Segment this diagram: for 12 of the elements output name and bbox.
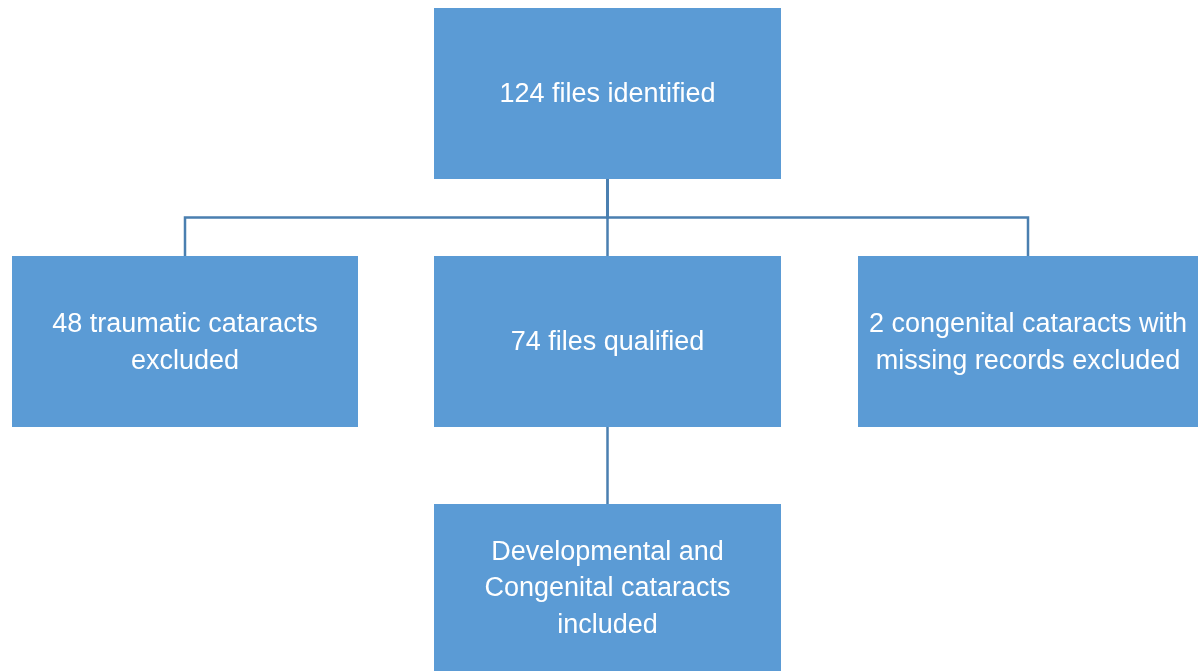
box-text: 74 files qualified <box>510 325 705 359</box>
connector-line <box>606 427 609 504</box>
box-text: 48 traumatic cataracts excluded <box>51 307 319 377</box>
process-box <box>434 504 781 671</box>
box-text: Developmental and Congenital cataracts included <box>483 534 732 641</box>
process-box <box>12 256 358 427</box>
process-box <box>434 8 781 179</box>
box-text: 2 congenital cataracts with missing records excluded <box>867 307 1189 377</box>
process-box <box>858 256 1198 427</box>
process-box <box>434 256 781 427</box>
box-text: 124 files identified <box>499 77 716 111</box>
connector-line <box>606 179 1030 256</box>
